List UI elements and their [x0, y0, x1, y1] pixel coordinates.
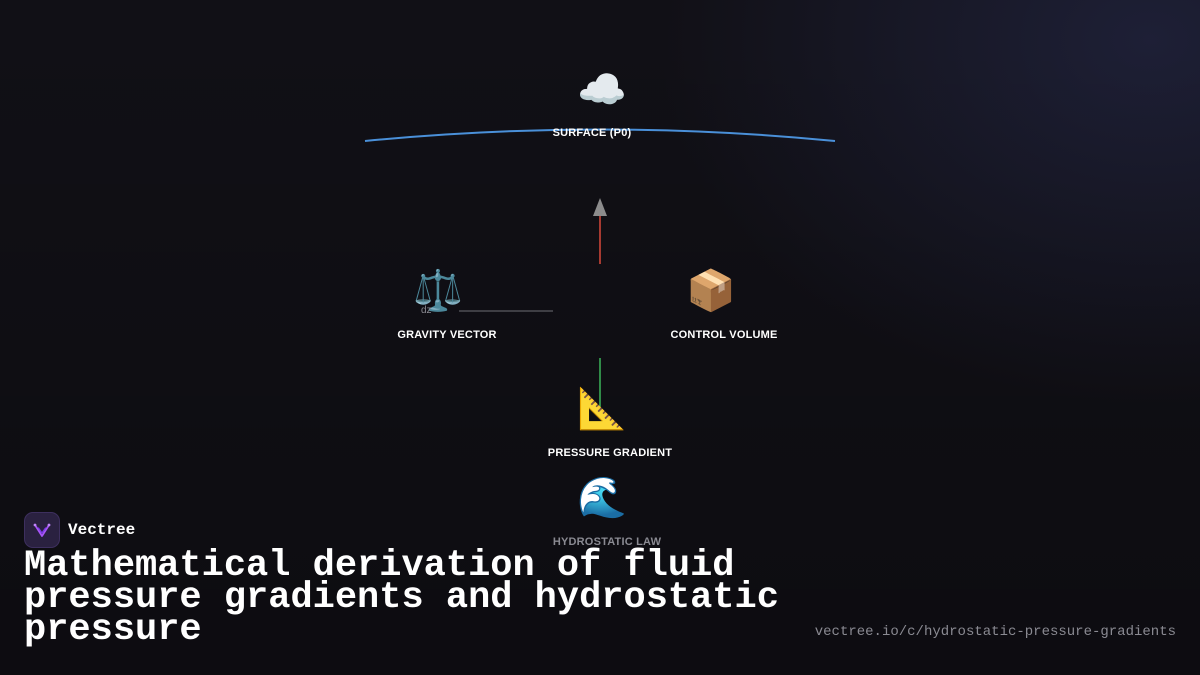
dz-label: dz [421, 305, 432, 316]
surface-curve [364, 128, 836, 142]
water-wave-icon: 🌊 [577, 476, 627, 520]
vectree-logo-mark [33, 523, 51, 537]
gravity-node: ⚖️ [413, 267, 463, 315]
vectree-logo-icon [24, 512, 60, 548]
gravity-label: GRAVITY VECTOR [397, 329, 497, 341]
package-box-icon: 📦 [686, 269, 736, 313]
page-url[interactable]: vectree.io/c/hydrostatic-pressure-gradie… [814, 624, 1176, 640]
surface-node: ☁️ [577, 66, 627, 114]
brand-name: Vectree [68, 521, 136, 539]
cloud-icon: ☁️ [577, 68, 627, 112]
pressure-gradient-node: 📐 [577, 385, 627, 433]
control-volume-label: CONTROL VOLUME [670, 329, 778, 341]
control-volume-node: 📦 [686, 267, 736, 315]
page-title: Mathematical derivation of fluid pressur… [24, 545, 779, 651]
hydrostatic-law-label: HYDROSTATIC LAW [552, 536, 662, 548]
surface-label: SURFACE (P0) [552, 127, 632, 139]
balance-scale-icon: ⚖️ [413, 269, 463, 313]
upward-force-arrow-head [593, 198, 607, 216]
triangular-ruler-icon: 📐 [577, 387, 627, 431]
brand: Vectree [24, 512, 135, 548]
hydrostatic-law-node: 🌊 [577, 474, 627, 522]
pressure-gradient-label: PRESSURE GRADIENT [547, 447, 673, 459]
